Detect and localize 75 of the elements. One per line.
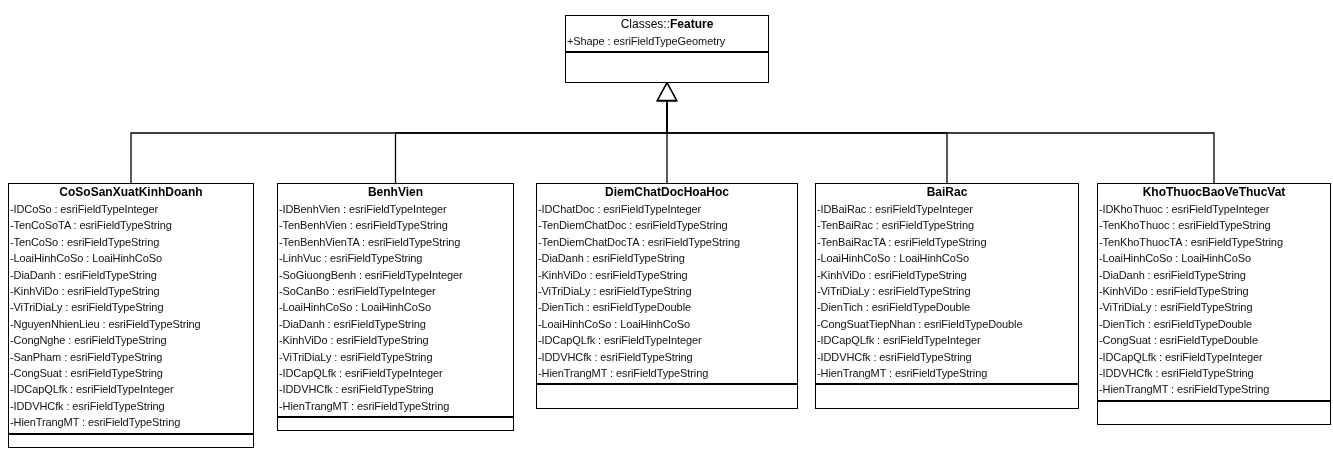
attribute-text: -LoaiHinhCoSo : LoaiHinhCoSo (1098, 251, 1252, 267)
attribute-text: -TenKhoThuoc : esriFieldTypeString (1098, 218, 1272, 234)
attribute-text: -KinhViDo : esriFieldTypeString (816, 267, 968, 283)
attribute-text: -ViTriDiaLy : esriFieldTypeString (1098, 300, 1254, 316)
attribute-text: -TenCoSoTA : esriFieldTypeString (9, 218, 173, 234)
class-name: BaiRac (925, 184, 969, 201)
attribute-text: -DiaDanh : esriFieldTypeString (537, 251, 686, 267)
attribute-text: -TenDiemChatDocTA : esriFieldTypeString (537, 234, 741, 250)
attribute-text: -DienTich : esriFieldTypeDouble (1098, 316, 1253, 332)
attribute-text: -IDDVHCfk : esriFieldTypeString (816, 349, 973, 365)
attribute-text: -DienTich : esriFieldTypeDouble (537, 300, 692, 316)
attribute-text: -IDBaiRac : esriFieldTypeInteger (816, 202, 974, 217)
class-name: Classes::Feature (619, 16, 715, 33)
attribute-text: -IDDVHCfk : esriFieldTypeString (537, 349, 694, 365)
attribute-text: -IDCapQLfk : esriFieldTypeInteger (537, 333, 703, 349)
class-box (536, 183, 798, 409)
attribute-text: -KinhViDo : esriFieldTypeString (9, 284, 161, 300)
attribute-text: -HienTrangMT : esriFieldTypeString (278, 398, 451, 414)
class-box (565, 15, 769, 83)
class-box (1097, 183, 1331, 425)
attribute-text: -IDCapQLfk : esriFieldTypeInteger (1098, 349, 1264, 365)
attribute-text: -HienTrangMT : esriFieldTypeString (816, 366, 989, 382)
attribute-text: -LoaiHinhCoSo : LoaiHinhCoSo (816, 251, 970, 267)
attribute-text: -IDDVHCfk : esriFieldTypeString (1098, 366, 1255, 382)
attribute-text: -LinhVuc : esriFieldTypeString (278, 251, 424, 267)
attribute-text: -IDCapQLfk : esriFieldTypeInteger (278, 366, 444, 382)
attribute-text: -HienTrangMT : esriFieldTypeString (9, 415, 182, 431)
attribute-text: -KinhViDo : esriFieldTypeString (537, 267, 689, 283)
attribute-text: -ViTriDiaLy : esriFieldTypeString (9, 300, 165, 316)
attribute-text: -TenCoSo : esriFieldTypeString (9, 234, 161, 250)
attribute-text: -IDDVHCfk : esriFieldTypeString (9, 398, 166, 414)
attribute-text: -TenBaiRac : esriFieldTypeString (816, 218, 975, 234)
attribute-text: -ViTriDiaLy : esriFieldTypeString (278, 349, 434, 365)
attribute-text: +Shape : esriFieldTypeGeometry (566, 34, 727, 49)
attribute-text: -TenBaiRacTA : esriFieldTypeString (816, 234, 988, 250)
attribute-text: -IDBenhVien : esriFieldTypeInteger (278, 202, 448, 217)
attribute-text: -LoaiHinhCoSo : LoaiHinhCoSo (278, 300, 432, 316)
attribute-text: -DiaDanh : esriFieldTypeString (9, 267, 158, 283)
attribute-text: -SoGiuongBenh : esriFieldTypeInteger (278, 267, 464, 283)
class-box (815, 183, 1079, 409)
attribute-text: -ViTriDiaLy : esriFieldTypeString (816, 284, 972, 300)
attribute-text: -SoCanBo : esriFieldTypeInteger (278, 284, 437, 300)
attribute-text: -IDKhoThuoc : esriFieldTypeInteger (1098, 202, 1271, 217)
attribute-text: -DiaDanh : esriFieldTypeString (278, 316, 427, 332)
class-name: BenhVien (366, 184, 425, 201)
generalization-arrow (656, 82, 1215, 184)
attribute-text: -KinhViDo : esriFieldTypeString (278, 333, 430, 349)
attribute-text: -CongNghe : esriFieldTypeString (9, 333, 168, 349)
attribute-text: -IDCoSo : esriFieldTypeInteger (9, 202, 159, 217)
attribute-text: -TenBenhVienTA : esriFieldTypeString (278, 234, 462, 250)
attribute-text: -TenDiemChatDoc : esriFieldTypeString (537, 218, 729, 234)
attribute-text: -CongSuat : esriFieldTypeString (9, 366, 164, 382)
attribute-text: -LoaiHinhCoSo : LoaiHinhCoSo (537, 316, 691, 332)
attribute-text: -CongSuat : esriFieldTypeDouble (1098, 333, 1259, 349)
attribute-text: -LoaiHinhCoSo : LoaiHinhCoSo (9, 251, 163, 267)
attribute-text: -NguyenNhienLieu : esriFieldTypeString (9, 316, 202, 332)
attribute-text: -IDCapQLfk : esriFieldTypeInteger (9, 382, 175, 398)
attribute-text: -IDChatDoc : esriFieldTypeInteger (537, 202, 702, 217)
class-name: DiemChatDocHoaHoc (604, 184, 730, 201)
attribute-text: -IDCapQLfk : esriFieldTypeInteger (816, 333, 982, 349)
class-name: KhoThuocBaoVeThucVat (1141, 184, 1287, 201)
attribute-text: -KinhViDo : esriFieldTypeString (1098, 284, 1250, 300)
attribute-text: -SanPham : esriFieldTypeString (9, 349, 164, 365)
class-box (8, 183, 254, 448)
attribute-text: -HienTrangMT : esriFieldTypeString (1098, 382, 1271, 398)
attribute-text: -HienTrangMT : esriFieldTypeString (537, 366, 710, 382)
attribute-text: -ViTriDiaLy : esriFieldTypeString (537, 284, 693, 300)
attribute-text: -TenKhoThuocTA : esriFieldTypeString (1098, 234, 1284, 250)
attribute-text: -DiaDanh : esriFieldTypeString (1098, 267, 1247, 283)
class-name: CoSoSanXuatKinhDoanh (58, 184, 204, 201)
attribute-text: -DienTich : esriFieldTypeDouble (816, 300, 971, 316)
class-box (277, 183, 514, 431)
attribute-text: -TenBenhVien : esriFieldTypeString (278, 218, 449, 234)
attribute-text: -CongSuatTiepNhan : esriFieldTypeDouble (816, 316, 1024, 332)
attribute-text: -IDDVHCfk : esriFieldTypeString (278, 382, 435, 398)
